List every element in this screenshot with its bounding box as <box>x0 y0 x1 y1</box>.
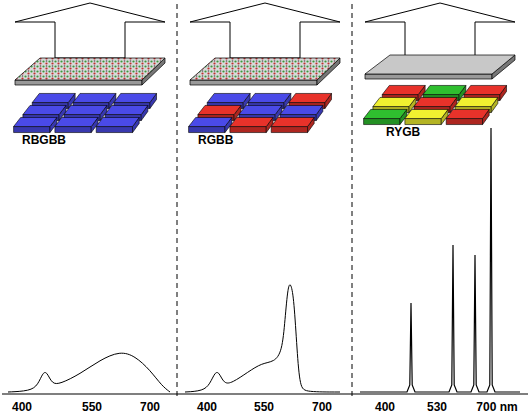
led-chip <box>189 117 232 126</box>
emission-spectrum <box>185 285 340 392</box>
emission-spectrum <box>360 128 520 392</box>
led-chip <box>280 105 323 114</box>
phosphor-plate <box>365 55 515 74</box>
phosphor-plate <box>15 58 165 80</box>
led-chip <box>364 109 407 118</box>
light-arrow <box>15 3 165 58</box>
led-chip <box>105 105 148 114</box>
led-chip <box>364 119 400 125</box>
axis-tick-label: 700 <box>312 401 332 413</box>
led-chip <box>230 117 273 126</box>
phosphor-plate <box>365 74 492 79</box>
light-arrow <box>365 3 515 58</box>
configuration-name: RGBB <box>198 134 233 146</box>
axis-tick-label: 550 <box>254 401 274 413</box>
led-chip <box>455 97 498 106</box>
led-chip <box>414 97 457 106</box>
light-arrow <box>190 3 340 58</box>
led-chip <box>271 117 314 126</box>
led-chip <box>23 105 66 114</box>
configuration-name: RBGBB <box>22 134 66 146</box>
led-chip <box>464 85 507 94</box>
led-chip <box>114 93 157 102</box>
led-chip <box>405 109 448 118</box>
led-chip <box>446 109 489 118</box>
led-chip <box>96 127 132 133</box>
led-chip <box>198 105 241 114</box>
axis-tick-label: 400 <box>12 401 32 413</box>
led-chip <box>73 93 116 102</box>
configuration-name: RYGB <box>386 126 420 138</box>
axis-tick-label: 700 <box>140 401 160 413</box>
phosphor-plate <box>190 80 317 85</box>
axis-tick-label: 400 <box>375 401 395 413</box>
axis-tick-label: 400 <box>197 401 217 413</box>
axis-tick-label: 530 <box>427 401 447 413</box>
led-chip <box>405 119 441 125</box>
axis-tick-label: 700 nm <box>476 401 517 413</box>
emission-spectrum <box>8 353 170 392</box>
axis-tick-label: 550 <box>82 401 102 413</box>
led-chip <box>96 117 139 126</box>
led-chip <box>230 127 266 133</box>
led-chip <box>55 117 98 126</box>
axis-line <box>2 393 528 394</box>
led-chip <box>207 93 250 102</box>
led-chip <box>382 85 425 94</box>
led-chip <box>289 93 332 102</box>
led-chip <box>373 97 416 106</box>
led-chip <box>423 85 466 94</box>
phosphor-plate <box>190 58 340 80</box>
phosphor-plate <box>15 80 142 85</box>
led-chip <box>32 93 75 102</box>
led-chip <box>248 93 291 102</box>
led-chip <box>64 105 107 114</box>
led-chip <box>271 127 307 133</box>
led-chip <box>446 119 482 125</box>
led-chip <box>55 127 91 133</box>
led-chip <box>14 127 50 133</box>
led-chip <box>14 117 57 126</box>
led-chip <box>239 105 282 114</box>
led-chip <box>189 127 225 133</box>
panel-divider <box>177 4 352 400</box>
